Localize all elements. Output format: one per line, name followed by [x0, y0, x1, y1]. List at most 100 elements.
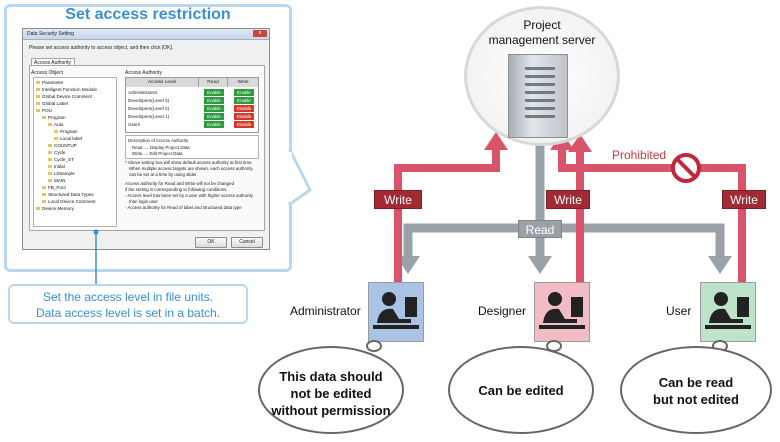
tab-access-authority[interactable]: Access Authority	[31, 58, 75, 67]
level-name: Users	[128, 122, 140, 127]
tree-item[interactable]: Parameter	[36, 80, 63, 85]
dialog-title: Data Security Setting	[27, 31, 74, 37]
access-object-tree[interactable]: Parameter Intelligent Function Module Gl…	[33, 77, 117, 227]
level-name: Developers(Level 1)	[128, 114, 170, 119]
write-tag-admin: Write	[374, 190, 422, 209]
read-cell[interactable]: Enable	[204, 97, 224, 104]
folder-icon	[48, 151, 52, 155]
tree-item[interactable]: Auto	[48, 122, 63, 127]
bubble-text-user: Can be read but not edited	[653, 375, 739, 407]
write-arrow-user	[558, 148, 746, 282]
tree-item[interactable]: Global Label	[36, 101, 68, 106]
tree-item[interactable]: Program	[42, 115, 66, 120]
description-read: Read..... Display Project Data	[132, 145, 190, 150]
close-icon[interactable]: x	[253, 30, 267, 37]
person-at-desk-icon	[373, 292, 419, 329]
server-label: Project management server	[458, 18, 626, 48]
folder-icon	[48, 172, 52, 176]
folder-icon	[36, 207, 40, 211]
read-cell[interactable]: Enable	[204, 113, 224, 120]
write-tag-designer: Write	[546, 190, 590, 209]
tree-item[interactable]: Local Device Comment	[42, 199, 96, 204]
folder-icon	[42, 200, 46, 204]
thought-bubble-admin	[258, 346, 404, 434]
folder-icon	[42, 186, 46, 190]
folder-icon	[42, 193, 46, 197]
role-label-designer: Designer	[478, 304, 527, 318]
tree-item[interactable]: POU	[36, 108, 52, 113]
role-label-admin: Administrator	[290, 304, 361, 318]
dialog-instruction: Please set access authority to access ob…	[29, 45, 174, 51]
panel-title: Set access restriction	[65, 6, 231, 23]
write-arrowhead-admin	[484, 132, 508, 150]
cancel-button[interactable]: Cancel	[231, 237, 263, 248]
folder-icon	[36, 81, 40, 85]
folder-icon	[48, 144, 52, 148]
caption-line: Data access level is set in a batch.	[35, 306, 221, 320]
write-cell[interactable]: Disable	[234, 113, 254, 120]
data-security-dialog: Data Security Setting x Please set acces…	[22, 28, 270, 250]
caption-box	[8, 284, 248, 324]
rack-slot	[525, 107, 555, 110]
pointer-dot	[93, 229, 99, 235]
tree-item[interactable]: Intelligent Function Module	[36, 87, 97, 92]
bubble-text-designer: Can be edited	[478, 383, 564, 398]
note-line: * Above setting box will show default ac…	[125, 160, 253, 165]
read-arrow-admin	[403, 223, 540, 258]
rack-slot	[525, 75, 555, 78]
column-header: Read	[199, 78, 228, 87]
access-object-label: Access Object	[31, 70, 63, 76]
description-write: Write..... Edit Project Data	[132, 151, 183, 156]
description-box: Description of Access Authority Read....…	[125, 135, 259, 159]
server-label-line2: management server	[488, 33, 596, 47]
note-line: if the setting is corresponding to follo…	[125, 187, 228, 192]
read-cell[interactable]: Enable	[204, 105, 224, 112]
note-line: - Access level has been set by a user wi…	[125, 193, 253, 198]
tree-item[interactable]: MAIN	[48, 178, 65, 183]
rack-slot	[525, 83, 555, 86]
access-authority-table: Access Level Read Write Administrators E…	[125, 77, 259, 133]
read-cell[interactable]: Enable	[204, 121, 224, 128]
ok-button[interactable]: OK	[195, 237, 227, 248]
tree-item[interactable]: Program	[54, 129, 78, 134]
tree-item[interactable]: FB_Pool	[42, 185, 66, 190]
read-tag: Read	[518, 220, 562, 238]
read-arrowhead-user	[708, 256, 732, 274]
read-cell[interactable]: Enable	[204, 89, 224, 96]
folder-icon	[42, 116, 46, 120]
write-cell[interactable]: Disable	[234, 121, 254, 128]
write-cell[interactable]: Disable	[234, 105, 254, 112]
prohibited-label: Prohibited	[612, 148, 667, 162]
read-arrow-user	[540, 223, 725, 258]
tree-item[interactable]: Cycle	[48, 150, 66, 155]
write-arrow-admin	[394, 148, 500, 282]
note-line: Access authority for Read and Write will…	[125, 181, 235, 186]
tree-item[interactable]: Structured Data Types	[42, 192, 94, 197]
write-cell[interactable]: Enable	[234, 97, 254, 104]
write-cell[interactable]: Enable	[234, 89, 254, 96]
folder-icon	[36, 109, 40, 113]
note-line: can be set at a time by using slider.	[129, 172, 198, 177]
tree-item[interactable]: Global Device Comment	[36, 94, 92, 99]
column-header: Write	[228, 78, 258, 87]
tree-item[interactable]: Initial	[48, 164, 65, 169]
thought-bubble-designer	[448, 346, 594, 434]
tree-item[interactable]: COUNTUP	[48, 143, 77, 148]
administrator-avatar	[368, 282, 424, 342]
file-icon	[54, 130, 58, 134]
tree-item[interactable]: Device Memory	[36, 206, 74, 211]
folder-icon	[48, 158, 52, 162]
thought-bubble-user	[620, 346, 772, 434]
note-line: - Access authority for Read of label and…	[125, 205, 242, 210]
tree-item[interactable]: LDsample	[48, 171, 75, 176]
caption-line: Set the access level in file units.	[42, 290, 214, 304]
level-name: Administrators	[128, 90, 158, 95]
tree-item[interactable]: Local label	[54, 136, 82, 141]
tree-item[interactable]: Cycle_ST	[48, 157, 74, 162]
folder-icon	[36, 95, 40, 99]
rack-slot	[525, 67, 555, 70]
user-avatar	[700, 282, 756, 342]
file-icon	[54, 137, 58, 141]
